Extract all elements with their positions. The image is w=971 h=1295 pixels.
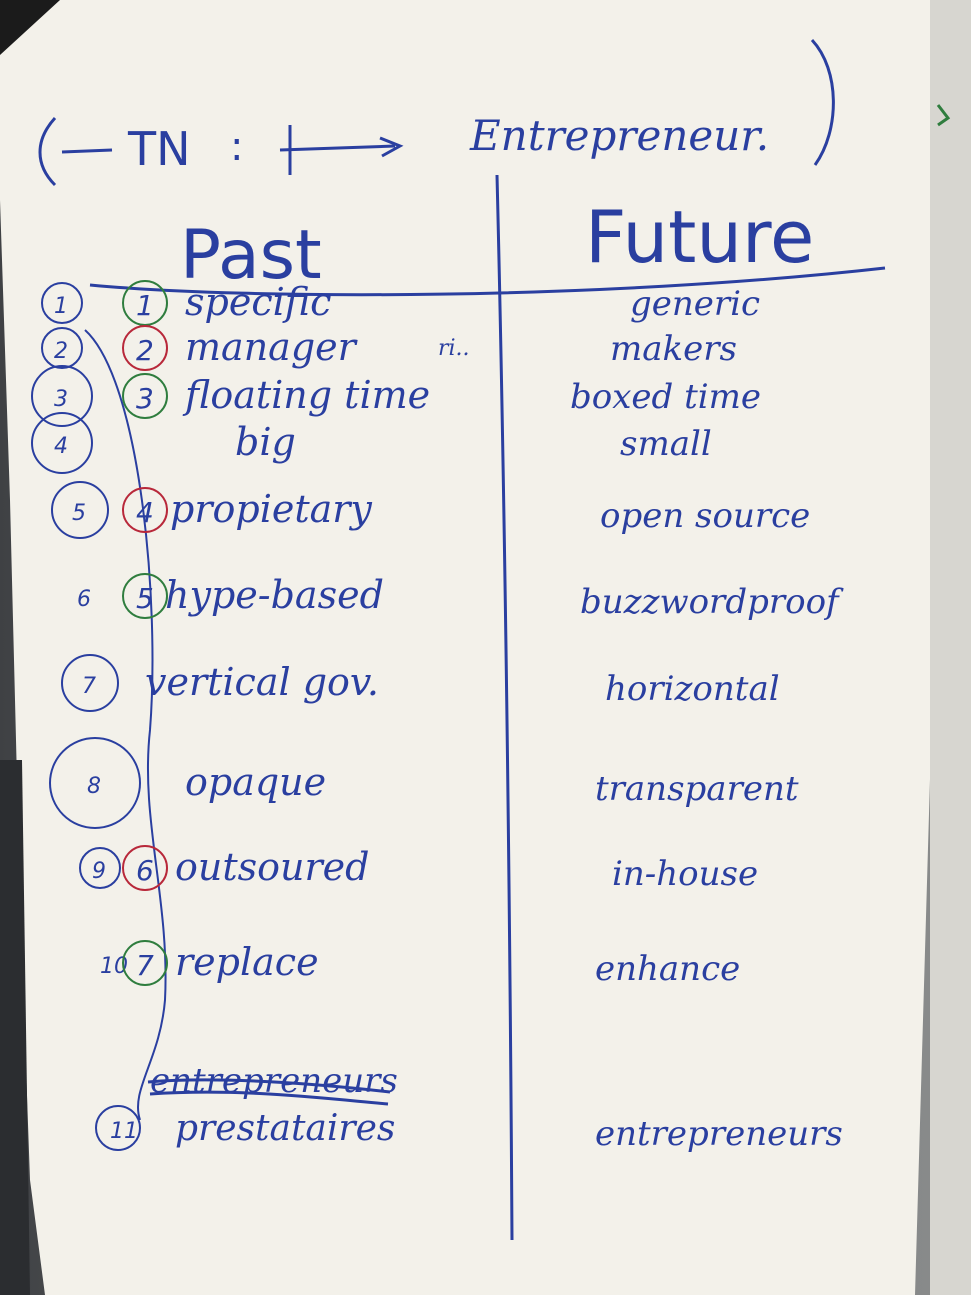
outer-rank-circle [41, 282, 83, 324]
header-dash [61, 148, 113, 154]
outer-rank-number: 9 [92, 859, 106, 884]
paper [0, 0, 948, 1295]
outer-rank-circle [31, 365, 93, 427]
inner-rank-number: 1 [136, 289, 154, 322]
past-item: big [235, 420, 296, 464]
outer-rank-number: 11 [110, 1119, 138, 1144]
header-target: Entrepreneur. [469, 111, 769, 160]
outer-rank-circle [61, 654, 119, 712]
outer-rank-number: 8 [87, 774, 101, 799]
past-title: Past [180, 216, 322, 295]
past-item: manager [185, 325, 359, 369]
future-item: generic [630, 284, 760, 324]
future-item: buzzwordproof [580, 582, 844, 622]
future-item: in-house [612, 854, 758, 894]
past-item: outsoured [175, 845, 369, 889]
outer-rank-number: 1 [54, 294, 68, 319]
inner-rank-circle [122, 573, 168, 619]
future-item: enhance [595, 949, 740, 989]
inner-rank-circle [122, 325, 168, 371]
arrow-icon [379, 136, 404, 158]
past-item: opaque [185, 760, 326, 804]
past-item: propietary [170, 487, 372, 531]
outer-rank-circle [95, 1105, 141, 1151]
strikethrough [147, 1078, 391, 1106]
past-item: vertical gov. [145, 660, 379, 704]
inner-rank-number: 7 [136, 949, 154, 982]
inner-rank-circle [122, 373, 168, 419]
future-item: boxed time [570, 377, 761, 417]
past-item: hype-based [165, 573, 384, 617]
outer-rank-circle [79, 847, 121, 889]
inner-rank-circle [122, 940, 168, 986]
inner-rank-number: 4 [136, 496, 154, 529]
header-prefix: TN [127, 122, 191, 176]
inner-rank-circle [122, 845, 168, 891]
marginal-note: ri.. [438, 336, 470, 361]
column-divider [495, 174, 514, 1241]
outer-rank-number: 4 [54, 434, 68, 459]
outer-rank-circle [31, 412, 93, 474]
future-title: Future [585, 195, 814, 279]
future-item: entrepreneurs [595, 1114, 843, 1154]
inner-rank-circle [122, 487, 168, 533]
inner-rank-number: 6 [136, 854, 154, 887]
inner-rank-number: 3 [136, 382, 154, 415]
inner-rank-number: 5 [136, 582, 154, 615]
outer-rank-number: 6 [77, 587, 91, 612]
green-mark-icon [936, 104, 951, 127]
outer-rank-circle [49, 737, 141, 829]
ordering-curve [84, 329, 167, 1121]
outer-rank-number: 2 [54, 339, 68, 364]
future-item: horizontal [605, 669, 780, 709]
inner-rank-number: 2 [136, 334, 154, 367]
past-item: floating time [182, 373, 430, 417]
future-item: transparent [595, 769, 799, 809]
outer-rank-circle [41, 327, 83, 369]
background-chair [0, 760, 30, 1295]
header-colon: : [230, 124, 243, 170]
outer-rank-circle [51, 481, 109, 539]
outer-rank-number: 5 [72, 501, 86, 526]
header-open-paren [38, 116, 57, 187]
outer-rank-number: 3 [54, 387, 68, 412]
future-item: open source [600, 496, 810, 536]
binder-clip [0, 0, 60, 55]
past-item: prestataires [175, 1108, 395, 1149]
outer-rank-number: 7 [82, 674, 96, 699]
arrow-shaft [279, 144, 396, 152]
title-divider [89, 266, 886, 297]
future-item: makers [610, 329, 737, 369]
past-item: replace [175, 940, 319, 984]
future-item: small [620, 424, 712, 464]
header-close-paren [810, 38, 835, 166]
past-item: specific [185, 280, 331, 324]
paper-edge [930, 0, 971, 1295]
